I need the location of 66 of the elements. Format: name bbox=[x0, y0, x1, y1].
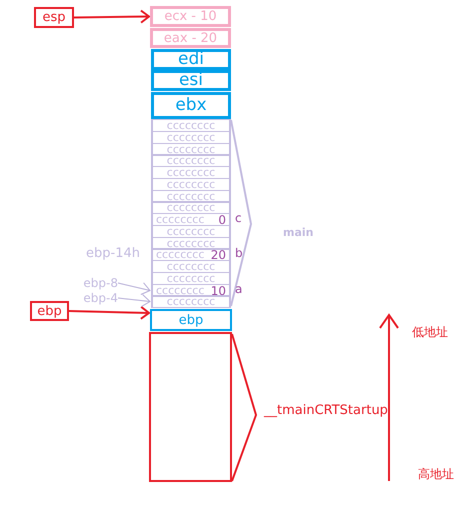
stack-slot bbox=[150, 6, 231, 27]
variable-name: a bbox=[235, 283, 242, 295]
cell-text: cccccccc bbox=[166, 238, 216, 249]
slot-label: edi bbox=[178, 51, 204, 68]
cell-text: cccccccc bbox=[166, 202, 216, 213]
cell-text: cccccccc bbox=[156, 285, 204, 296]
stack-cell bbox=[151, 213, 231, 226]
cell-text: cccccccc bbox=[166, 144, 216, 155]
arrow bbox=[118, 282, 150, 296]
register-slot bbox=[151, 92, 231, 119]
pointer-label-box bbox=[34, 7, 74, 28]
stack-cell bbox=[151, 284, 231, 297]
stack-cell bbox=[151, 295, 231, 308]
stack-cell bbox=[151, 237, 231, 250]
stack-slot bbox=[150, 28, 231, 48]
pointer-label-box bbox=[30, 301, 69, 321]
arrow bbox=[118, 294, 150, 308]
cell-text: cccccccc bbox=[166, 132, 216, 143]
stack-frame-block bbox=[149, 332, 232, 482]
cell-text: cccccccc bbox=[166, 226, 216, 237]
value-text: 20 bbox=[210, 248, 226, 260]
stack-cell bbox=[151, 225, 231, 238]
cell-text: cccccccc bbox=[166, 273, 216, 284]
frame-label: __tmainCRTStartup bbox=[264, 404, 388, 417]
cell-text: cccccccc bbox=[156, 214, 204, 225]
cell-text: cccccccc bbox=[166, 296, 216, 307]
slot-label: eax - 20 bbox=[164, 32, 218, 44]
stack-cell bbox=[151, 119, 231, 132]
arrow bbox=[68, 306, 150, 320]
slot-label: ecx - 10 bbox=[164, 10, 217, 23]
variable-name: c bbox=[235, 212, 242, 224]
stack-cell bbox=[151, 178, 231, 191]
offset-label: ebp-14h bbox=[86, 247, 140, 260]
stack-cell bbox=[151, 272, 231, 285]
stack-cell bbox=[151, 248, 231, 261]
arrow bbox=[74, 10, 150, 24]
cell-text: cccccccc bbox=[166, 167, 216, 178]
value-text: 0 bbox=[218, 214, 226, 226]
variable-name: b bbox=[235, 247, 243, 259]
slot-label: ebp-8 bbox=[83, 277, 118, 289]
cell-text: cccccccc bbox=[166, 120, 216, 131]
slot-label: esp bbox=[42, 11, 66, 24]
stack-cell bbox=[151, 154, 231, 167]
stack-cell bbox=[151, 201, 231, 214]
value-text: 10 bbox=[210, 284, 226, 296]
frame-label: main bbox=[283, 227, 314, 238]
stack-cell bbox=[151, 166, 231, 179]
stack-cell bbox=[151, 190, 231, 203]
slot-label: ebx bbox=[175, 97, 207, 114]
cell-text: cccccccc bbox=[156, 249, 204, 260]
slot-label: ebp bbox=[178, 314, 204, 326]
slot-label: esi bbox=[178, 72, 204, 89]
cell-text: cccccccc bbox=[166, 261, 216, 272]
slot-label: ebp-4 bbox=[83, 292, 118, 304]
stack-cell bbox=[151, 131, 231, 144]
stack-cell bbox=[151, 260, 231, 273]
register-slot bbox=[151, 49, 231, 70]
cell-text: cccccccc bbox=[166, 179, 216, 190]
register-slot bbox=[150, 309, 232, 331]
cell-text: cccccccc bbox=[166, 191, 216, 202]
address-label: 低地址 bbox=[412, 326, 448, 338]
register-slot bbox=[151, 70, 231, 91]
cell-text: cccccccc bbox=[166, 155, 216, 166]
slot-label: ebp bbox=[37, 304, 62, 318]
stack-cell bbox=[151, 143, 231, 156]
address-label: 高地址 bbox=[418, 468, 454, 480]
